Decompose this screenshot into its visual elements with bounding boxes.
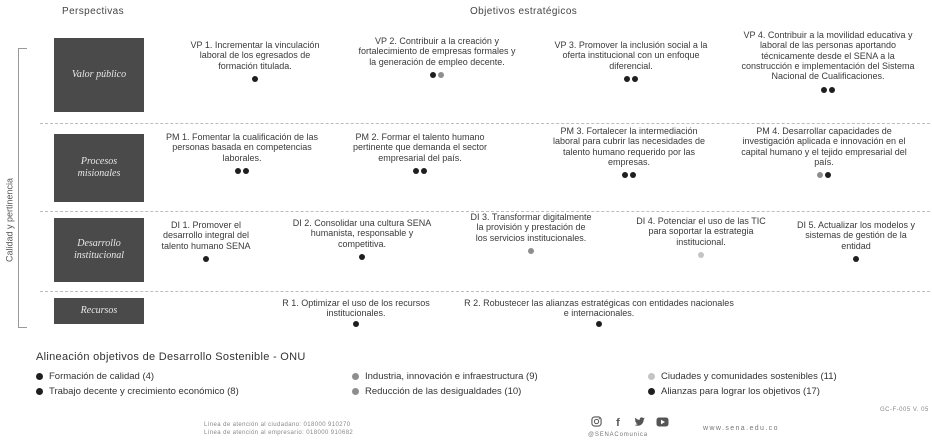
objective-pm3: PM 3. Fortalecer la intermediación labor… [546,126,712,179]
alignment-dot [825,172,831,179]
business-line: Línea de atención al empresario: 018000 … [204,430,354,437]
objective-pm2: PM 2. Formar el talento humano pertinent… [350,132,490,175]
objective-di4: DI 4. Potenciar el uso de las TIC para s… [630,216,772,259]
objective-vp2: VP 2. Contribuir a la creación y fortale… [358,36,516,79]
perspective-badge: Valor público [54,38,144,112]
ods-item: Alianzas para lograr los objetivos (17) [648,386,820,397]
alignment-dot [698,252,704,259]
facebook-icon[interactable]: f [616,417,620,429]
legend-dot [648,388,655,395]
objective-r1: R 1. Optimizar el uso de los recursos in… [272,298,440,327]
row-divider [40,291,930,292]
ods-item: Formación de calidad (4) [36,371,154,382]
objective-pm1: PM 1. Fomentar la cualificación de las p… [162,132,322,175]
side-label: Calidad y pertinencia [4,177,15,263]
alignment-dot [421,168,427,175]
alignment-dot [596,320,602,327]
alignment-dot [203,256,209,263]
objective-di5: DI 5. Actualizar los modelos y sistemas … [794,220,918,263]
objective-vp4: VP 4. Contribuir a la movilidad educativ… [738,30,918,93]
legend-dot [36,388,43,395]
alignment-dot [413,168,419,175]
objective-pm4: PM 4. Desarrollar capacidades de investi… [736,126,912,179]
objective-di2: DI 2. Consolidar una cultura SENA humani… [292,218,432,261]
alignment-dot [353,320,359,327]
row-recursos: Recursos R 1. Optimizar el uso de los re… [40,292,930,332]
alignment-dot [622,172,628,179]
youtube-icon[interactable] [656,417,669,430]
objective-r2: R 2. Robustecer las alianzas estratégica… [464,298,734,327]
perspective-badge: Desarrollo institucional [54,218,144,282]
objective-di3: DI 3. Transformar digitalmente la provis… [470,212,592,255]
row-procesos-misionales: Procesos misionales PM 1. Fomentar la cu… [40,124,930,212]
document-code: GC-F-005 V. 05 [880,407,929,413]
alignment-dot [252,76,258,83]
citizen-line: Línea de atención al ciudadano: 018000 9… [204,422,351,428]
alignment-dot [359,254,365,261]
instagram-icon[interactable] [590,416,602,430]
objective-vp3: VP 3. Promover la inclusión social a la … [550,40,712,83]
legend-dot [36,373,43,380]
alignment-dot [829,86,835,93]
row-desarrollo-institucional: Desarrollo institucional DI 1. Promover … [40,212,930,292]
contact-lines: Línea de atención al ciudadano: 018000 9… [204,421,353,438]
ods-title: Alineación objetivos de Desarrollo Soste… [36,351,306,363]
legend-dot [352,388,359,395]
alignment-dot [624,76,630,83]
ods-item: Ciudades y comunidades sostenibles (11) [648,371,837,382]
alignment-dot [630,172,636,179]
objectives-header: Objetivos estratégicos [470,6,578,17]
alignment-dot [528,248,534,255]
alignment-dot [853,256,859,263]
ods-item: Trabajo decente y crecimiento económico … [36,386,239,397]
alignment-dot [235,168,241,175]
objective-di1: DI 1. Promover el desarrollo integral de… [154,220,258,263]
alignment-dot [243,168,249,175]
website-link[interactable]: www.sena.edu.co [703,425,779,432]
social-icons: f [590,416,669,430]
row-valor-publico: Valor público VP 1. Incrementar la vincu… [40,30,930,124]
perspective-badge: Procesos misionales [54,134,144,202]
alignment-dot [817,172,823,179]
side-bracket [18,48,27,328]
perspectives-header: Perspectivas [62,6,125,17]
legend-dot [648,373,655,380]
twitter-icon[interactable] [634,416,646,430]
objective-vp1: VP 1. Incrementar la vinculación laboral… [180,40,330,83]
alignment-dot [430,72,436,79]
perspective-badge: Recursos [54,298,144,324]
row-divider [40,211,930,212]
social-handle: @SENAComunica [588,432,648,438]
ods-item: Reducción de las desigualdades (10) [352,386,521,397]
alignment-dot [632,76,638,83]
row-divider [40,123,930,124]
alignment-dot [821,86,827,93]
ods-item: Industria, innovación e infraestructura … [352,371,538,382]
alignment-dot [438,72,444,79]
legend-dot [352,373,359,380]
